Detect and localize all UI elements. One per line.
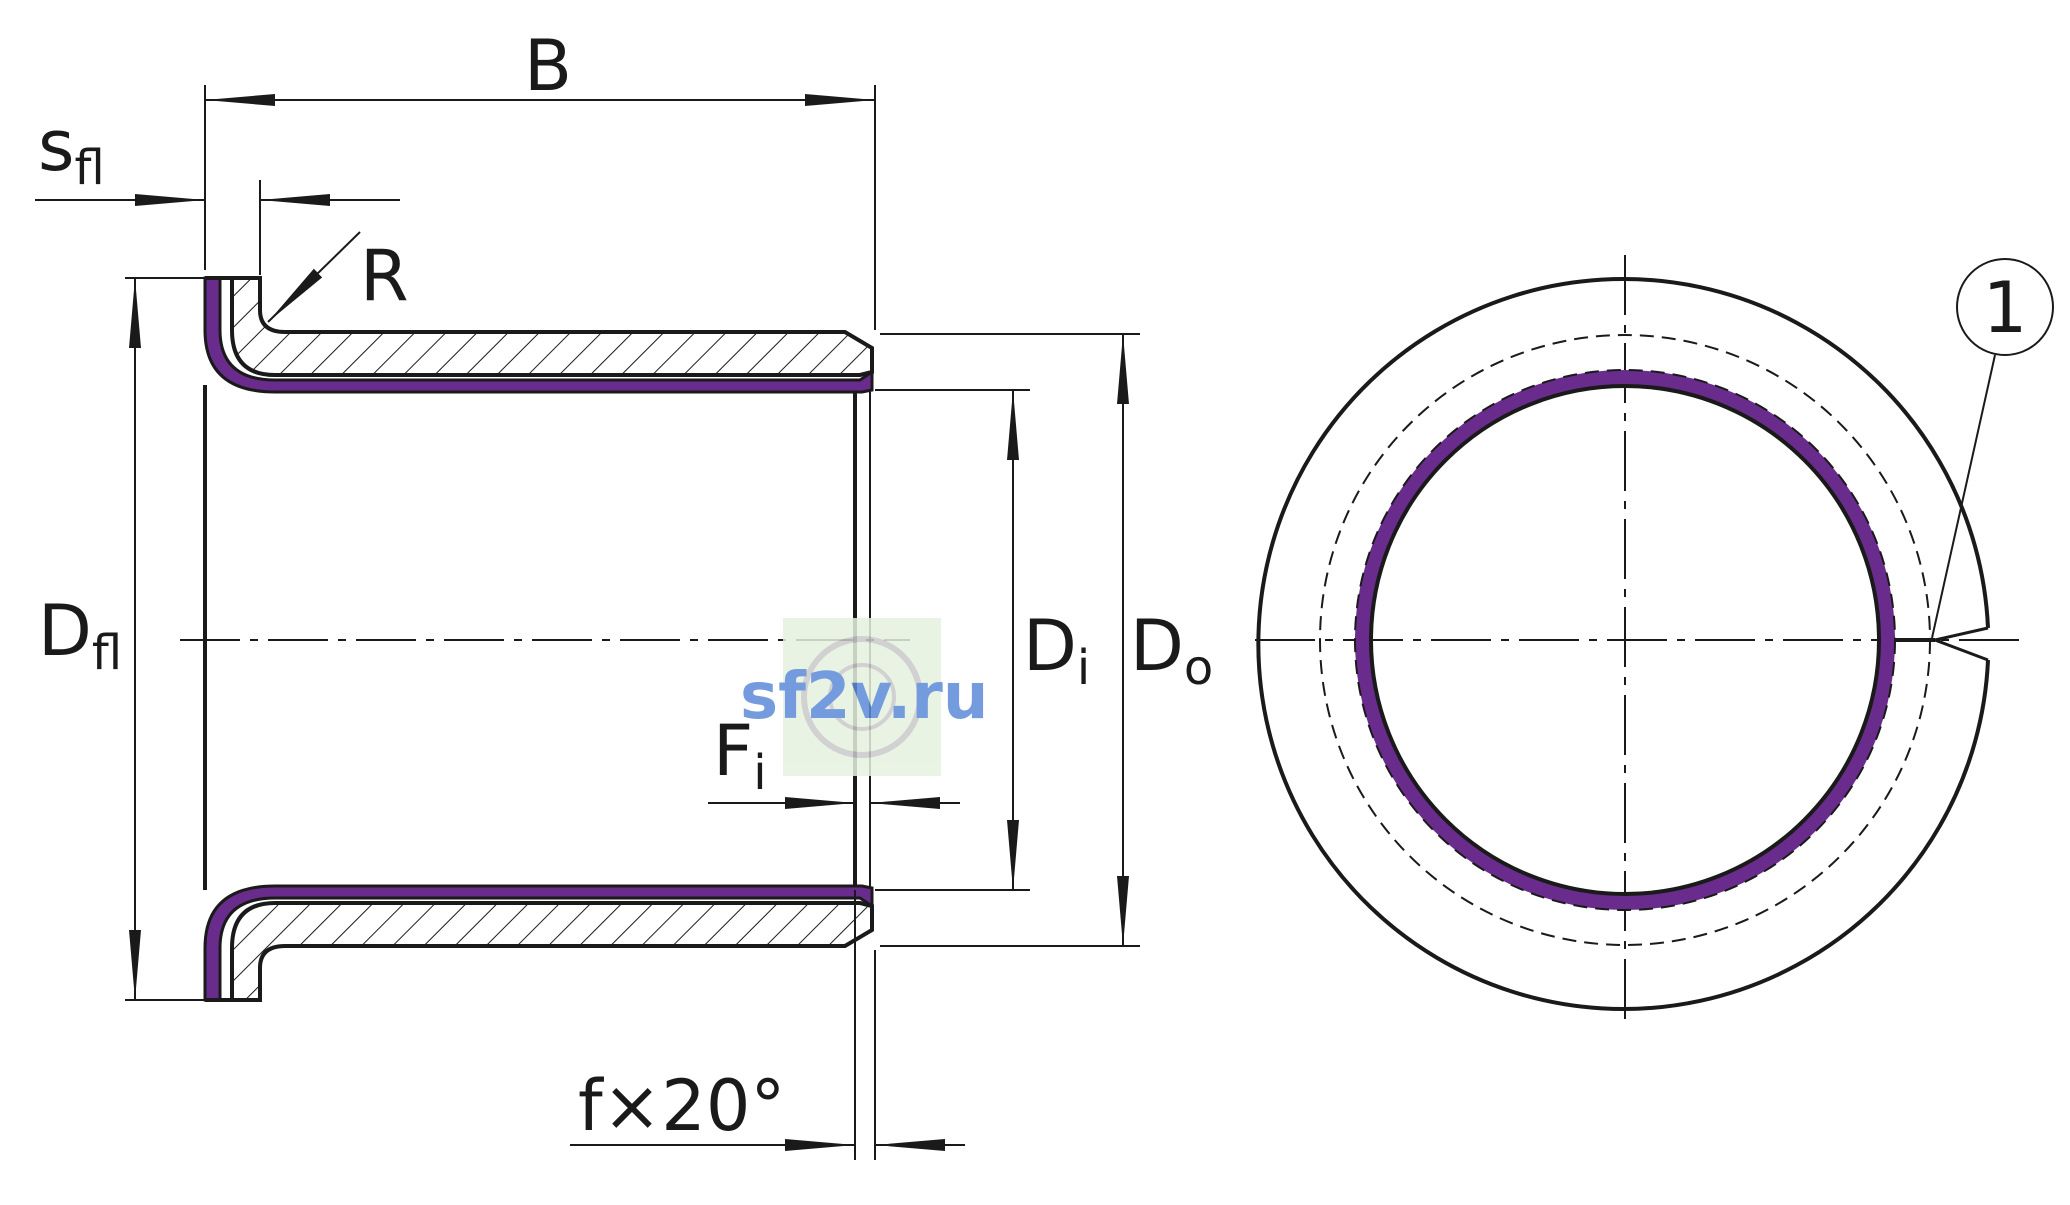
label-D-fl: Dfl <box>38 590 122 681</box>
dim-D-fl: Dfl <box>38 277 210 1001</box>
bore-circle <box>1369 384 1881 896</box>
dimensions: B sfl R Dfl Di <box>35 25 1213 1160</box>
hidden-outer-diameter <box>1319 334 1931 946</box>
label-B: B <box>524 25 572 107</box>
watermark-bearing-icon <box>801 636 923 758</box>
label-s-fl: sfl <box>38 105 105 196</box>
callout-number: 1 <box>1983 267 2028 349</box>
sliding-layer-outline <box>1354 369 1896 911</box>
dim-s-fl: sfl <box>35 105 400 275</box>
dim-F-i: Fi <box>708 710 960 809</box>
section-view <box>180 276 910 1002</box>
flange-outer-circle <box>1256 277 1990 1011</box>
split-joint <box>1929 626 1989 662</box>
upper-wall-hatch <box>230 276 874 377</box>
dim-D-i: Di <box>875 389 1090 891</box>
watermark: sf2v.ru <box>740 618 988 776</box>
label-chamfer: f×20° <box>578 1065 785 1147</box>
label-D-o: Do <box>1130 605 1213 696</box>
dim-chamfer: f×20° <box>570 890 965 1160</box>
sliding-layer-ring <box>1355 370 1895 910</box>
dim-R: R <box>267 231 409 323</box>
lower-wall-hatch <box>230 901 874 1002</box>
watermark-background <box>783 618 941 776</box>
label-D-i: Di <box>1023 605 1090 696</box>
dim-B: B <box>204 25 876 330</box>
callout-1: 1 <box>1931 258 2054 639</box>
front-view: 1 <box>1255 255 2054 1025</box>
label-R: R <box>360 235 409 317</box>
watermark-text: sf2v.ru <box>740 660 988 734</box>
upper-sliding-layer <box>203 276 874 394</box>
lower-sliding-layer <box>203 884 874 1002</box>
dim-D-o: Do <box>880 333 1213 947</box>
label-F-i: Fi <box>713 710 767 801</box>
